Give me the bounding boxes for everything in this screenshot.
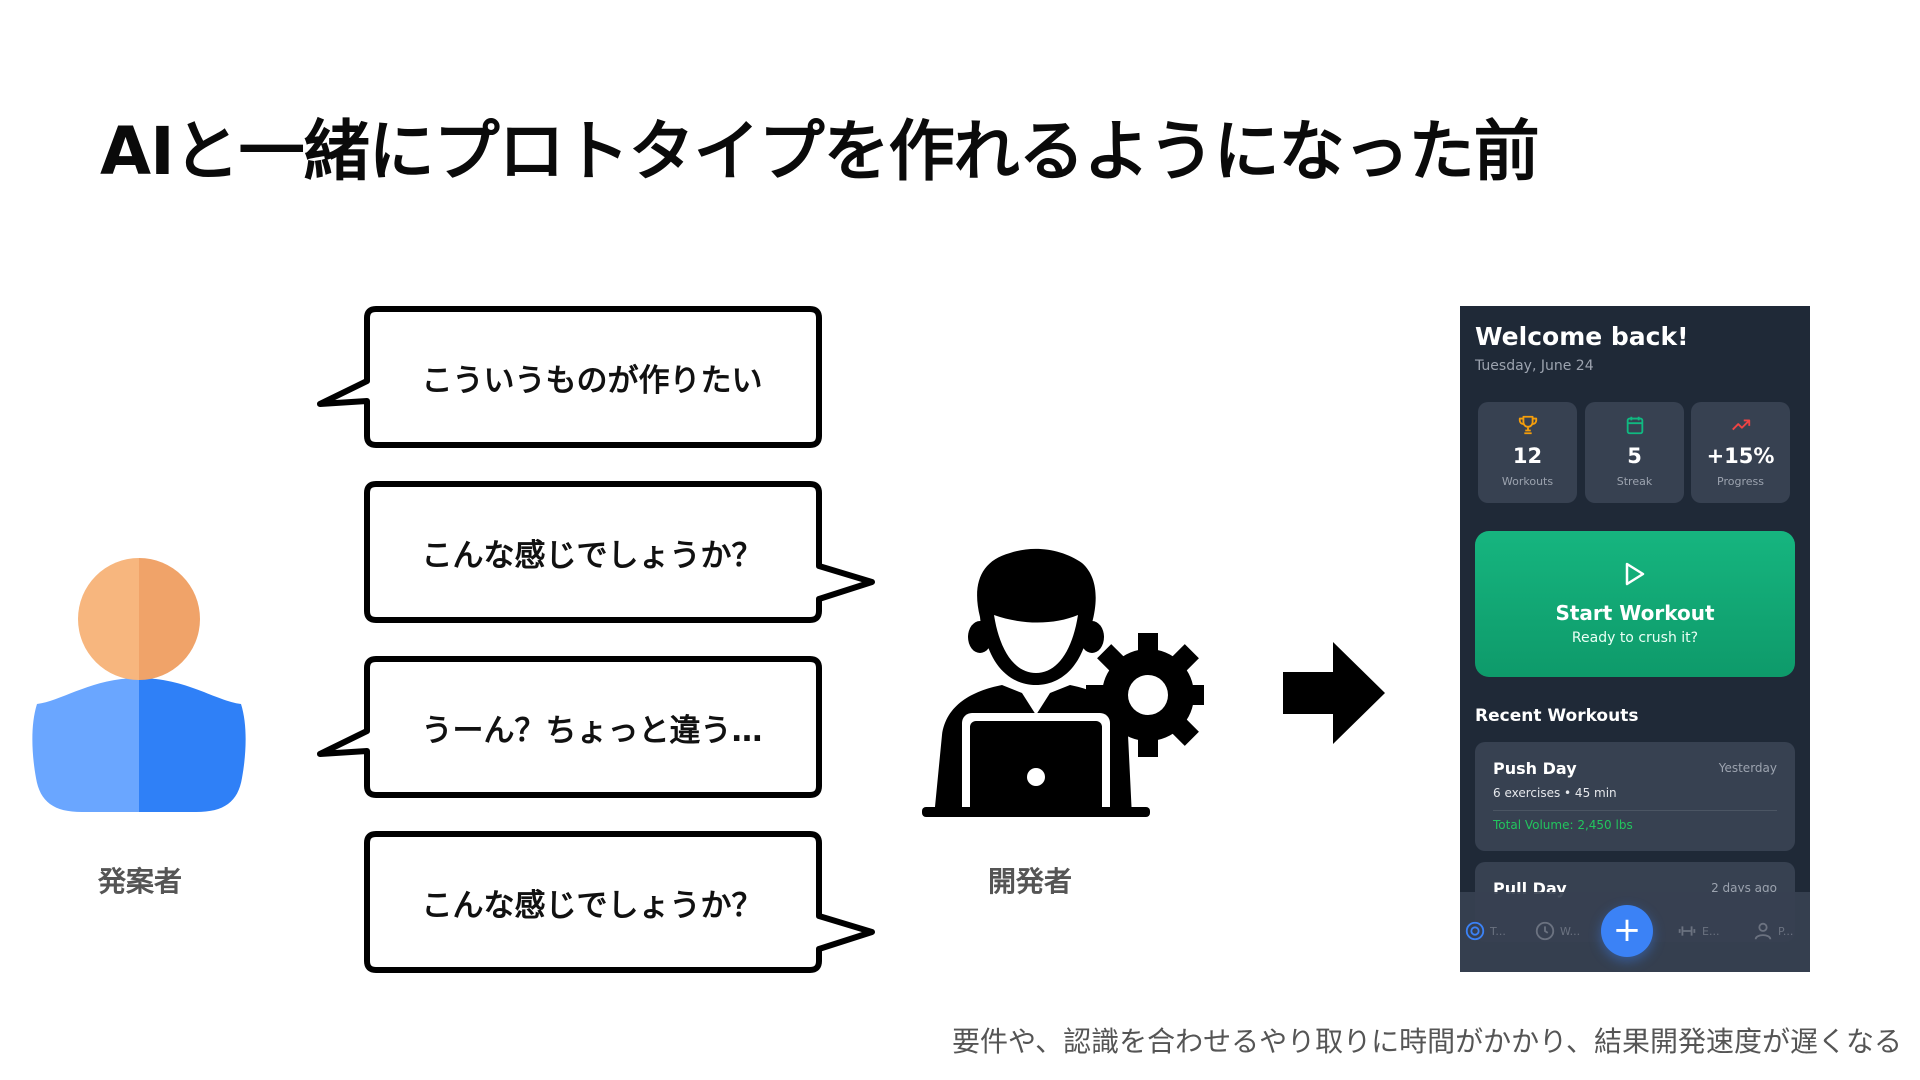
bubble-text: うーん？ちょっと違う… bbox=[421, 712, 763, 749]
stat-value: 12 bbox=[1512, 444, 1543, 468]
speech-bubble-3: うーん？ちょっと違う… bbox=[317, 656, 822, 798]
caption-text: 要件や、認識を合わせるやり取りに時間がかかり、結果開発速度が遅くなる bbox=[951, 1025, 1902, 1058]
workout-volume: Total Volume: 2,450 lbs bbox=[1493, 818, 1633, 832]
nav-item-profile[interactable]: P... bbox=[1752, 920, 1793, 942]
start-workout-title: Start Workout bbox=[1555, 601, 1715, 625]
workout-date: Yesterday bbox=[1718, 761, 1777, 775]
profile-icon bbox=[1754, 922, 1772, 940]
developer-laptop-gear-icon bbox=[922, 548, 1204, 817]
date-text: Tuesday, June 24 bbox=[1475, 358, 1594, 374]
play-icon bbox=[1625, 562, 1645, 586]
welcome-heading: Welcome back! bbox=[1475, 322, 1689, 351]
stat-card-streak[interactable]: 5 Streak bbox=[1585, 402, 1684, 503]
trophy-icon bbox=[1518, 415, 1538, 435]
workout-name: Push Day bbox=[1493, 759, 1577, 778]
recent-workouts-heading: Recent Workouts bbox=[1475, 706, 1639, 726]
nav-item-exercises[interactable]: E... bbox=[1676, 920, 1719, 942]
speech-bubble-shape bbox=[364, 481, 875, 623]
stat-value: 5 bbox=[1627, 444, 1642, 468]
speech-bubble-1: こういうものが作りたい bbox=[317, 306, 822, 448]
developer-label: 開発者 bbox=[987, 865, 1072, 898]
stat-card-workouts[interactable]: 12 Workouts bbox=[1478, 402, 1577, 503]
speech-bubble-2: こんな感じでしょうか？ bbox=[362, 481, 875, 623]
bubble-text: こんな感じでしょうか？ bbox=[421, 887, 763, 924]
speech-bubble-4: こんな感じでしょうか？ bbox=[362, 831, 875, 973]
stat-value: +15% bbox=[1706, 444, 1775, 468]
dumbbell-icon bbox=[1678, 926, 1696, 936]
workout-details: 6 exercises • 45 min bbox=[1493, 786, 1617, 800]
app-screenshot: Welcome back! Tuesday, June 24 12 Workou… bbox=[1460, 306, 1810, 972]
speech-bubble-shape bbox=[317, 656, 822, 798]
stat-label: Workouts bbox=[1501, 475, 1554, 488]
proposer-label: 発案者 bbox=[97, 865, 182, 898]
history-icon bbox=[1535, 921, 1555, 941]
arrow-right-icon bbox=[1283, 642, 1385, 744]
stat-label: Progress bbox=[1717, 475, 1764, 488]
speech-bubble-shape bbox=[364, 831, 875, 973]
speech-bubble-shape bbox=[317, 306, 822, 448]
page-title: AIと一緒にプロトタイプを作れるようになった前 bbox=[100, 113, 1540, 190]
start-workout-subtitle: Ready to crush it? bbox=[1571, 630, 1699, 646]
add-workout-button[interactable]: + bbox=[1601, 905, 1653, 957]
divider bbox=[1493, 810, 1777, 811]
stat-label: Streak bbox=[1616, 475, 1653, 488]
workout-card[interactable]: Push Day Yesterday 6 exercises • 45 min … bbox=[1475, 742, 1795, 851]
bubble-text: こんな感じでしょうか？ bbox=[421, 537, 763, 574]
workout-date: 2 days ago bbox=[1711, 881, 1777, 895]
nav-item-home[interactable]: T... bbox=[1464, 920, 1506, 942]
stat-card-progress[interactable]: +15% Progress bbox=[1691, 402, 1790, 503]
home-icon bbox=[1465, 921, 1485, 941]
nav-label: W... bbox=[1560, 924, 1581, 938]
nav-label: P... bbox=[1778, 924, 1794, 938]
start-workout-button[interactable]: Start Workout Ready to crush it? bbox=[1475, 531, 1795, 677]
calendar-icon bbox=[1626, 416, 1644, 435]
nav-label: T... bbox=[1490, 924, 1506, 938]
trending-up-icon bbox=[1732, 419, 1751, 431]
user-icon bbox=[32, 558, 246, 812]
nav-item-history[interactable]: W... bbox=[1534, 920, 1580, 942]
bottom-nav: T... W... + E... P... bbox=[1460, 892, 1810, 972]
nav-label: E... bbox=[1702, 924, 1720, 938]
bubble-text: こういうものが作りたい bbox=[421, 362, 763, 399]
